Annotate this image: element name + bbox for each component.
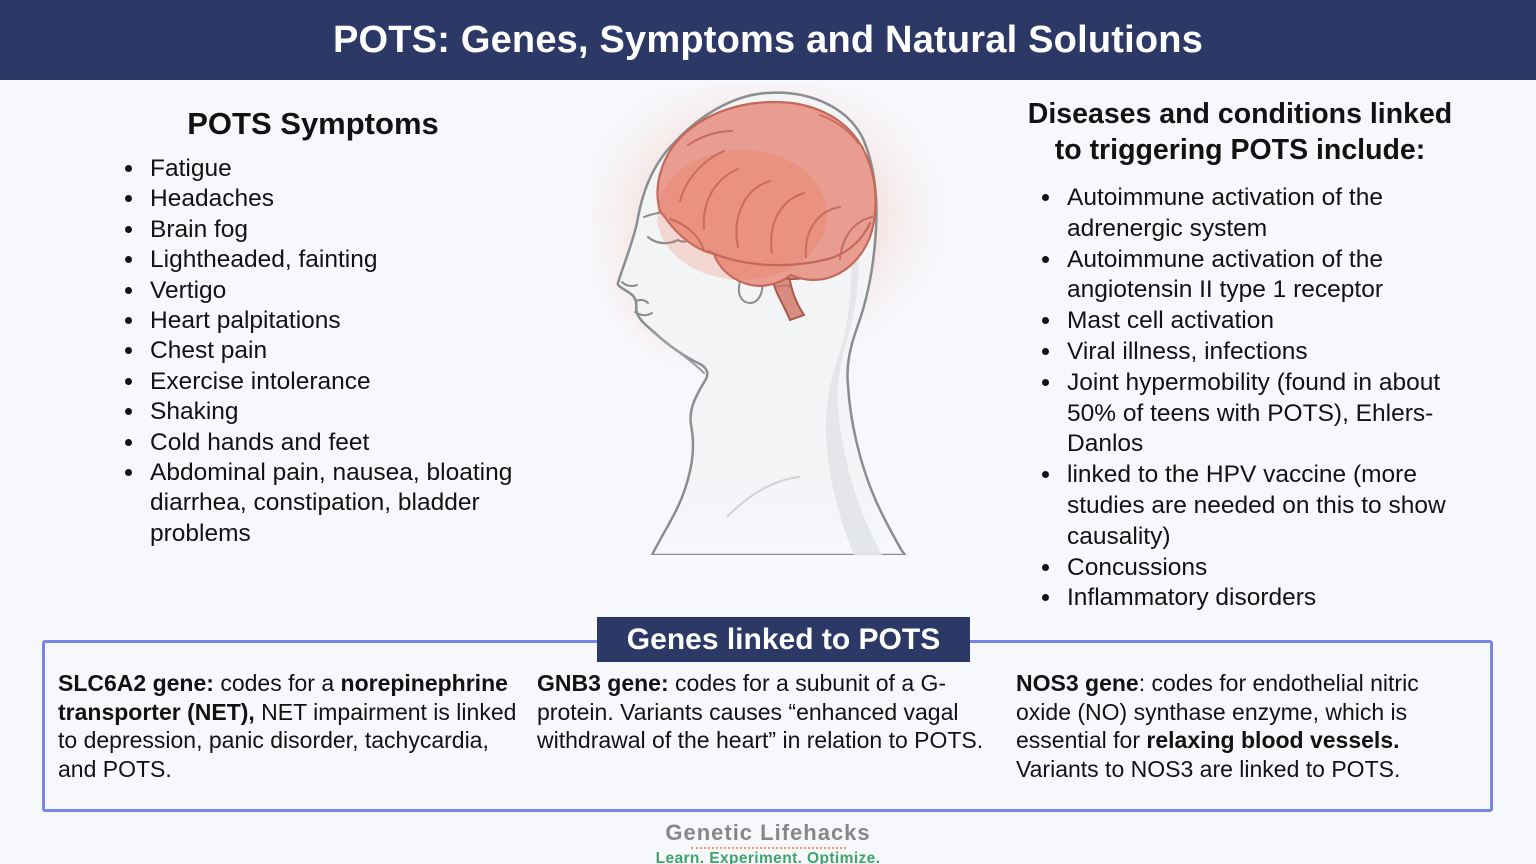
symptom-item: Chest pain	[146, 336, 528, 366]
symptoms-section: POTS Symptoms Fatigue Headaches Brain fo…	[88, 106, 538, 549]
genes-box: SLC6A2 gene: codes for a norepinephrine …	[42, 640, 1493, 812]
conditions-title-line1: Diseases and conditions linked	[1027, 98, 1453, 130]
gene-name-bold: NOS3 gene	[1016, 670, 1139, 696]
conditions-title: Diseases and conditions linked to trigge…	[985, 96, 1495, 169]
brand-name: Genetic Lifehacks	[665, 820, 871, 845]
condition-item: Concussions	[1063, 553, 1463, 584]
neck-shading	[825, 205, 882, 555]
symptom-item: Lightheaded, fainting	[146, 245, 528, 275]
conditions-list: Autoimmune activation of the adrenergic …	[985, 183, 1463, 614]
gene-card-nos3: NOS3 gene: codes for endothelial nitric …	[1016, 670, 1419, 782]
symptom-item: Fatigue	[146, 154, 528, 184]
head-profile-svg	[562, 53, 962, 557]
brain-inner-glow	[657, 150, 827, 280]
brain	[656, 100, 877, 287]
gene-card-gnb3: GNB3 gene: codes for a subunit of a G-pr…	[537, 670, 984, 753]
symptoms-list: Fatigue Headaches Brain fog Lightheaded,…	[88, 154, 528, 549]
symptom-item: Heart palpitations	[146, 306, 528, 336]
gene-bold-phrase: norepinephrine transporter (NET),	[58, 670, 508, 725]
brand-tagline: Learn. Experiment. Optimize.	[655, 850, 881, 864]
header-banner: POTS: Genes, Symptoms and Natural Soluti…	[0, 0, 1536, 80]
lower-lip	[634, 311, 653, 317]
closed-eye	[646, 235, 689, 245]
symptom-item: Shaking	[146, 397, 528, 427]
page-title: POTS: Genes, Symptoms and Natural Soluti…	[332, 18, 1204, 61]
gene-name-bold: GNB3 gene:	[537, 670, 669, 696]
nostril	[621, 281, 638, 287]
condition-item: Viral illness, infections	[1063, 337, 1463, 368]
conditions-section: Diseases and conditions linked to trigge…	[985, 96, 1495, 614]
gene-bold-phrase: relaxing blood vessels.	[1146, 727, 1400, 753]
gene-card-slc6a2: SLC6A2 gene: codes for a norepinephrine …	[58, 670, 517, 782]
condition-item: linked to the HPV vaccine (more studies …	[1063, 460, 1463, 552]
symptom-item: Cold hands and feet	[146, 428, 528, 458]
footer-logo: Genetic Lifehacks Learn. Experiment. Opt…	[0, 820, 1536, 864]
genes-banner: Genes linked to POTS	[597, 617, 970, 662]
brain-gyri	[669, 114, 873, 260]
conditions-title-line2: to triggering POTS include:	[1054, 134, 1426, 167]
condition-item: Autoimmune activation of the angiotensin…	[1063, 245, 1463, 307]
symptom-item: Vertigo	[146, 276, 528, 306]
symptom-item: Brain fog	[146, 215, 528, 245]
brain-sylvian-fissure	[706, 221, 872, 267]
condition-item: Joint hypermobility (found in about 50% …	[1063, 368, 1463, 460]
gene-name-bold: SLC6A2 gene:	[58, 670, 214, 696]
jaw-line	[651, 330, 705, 374]
symptom-item: Abdominal pain, nausea, bloating diarrhe…	[146, 458, 528, 549]
head-brain-illustration	[562, 53, 980, 557]
symptom-item: Headaches	[146, 184, 528, 214]
symptom-item: Exercise intolerance	[146, 367, 528, 397]
condition-item: Autoimmune activation of the adrenergic …	[1063, 183, 1463, 245]
condition-item: Mast cell activation	[1063, 306, 1463, 337]
symptoms-title: POTS Symptoms	[187, 106, 439, 141]
condition-item: Inflammatory disorders	[1063, 583, 1463, 614]
upper-lip	[635, 298, 649, 304]
shoulder-line	[726, 476, 801, 518]
dotted-divider	[690, 847, 846, 849]
